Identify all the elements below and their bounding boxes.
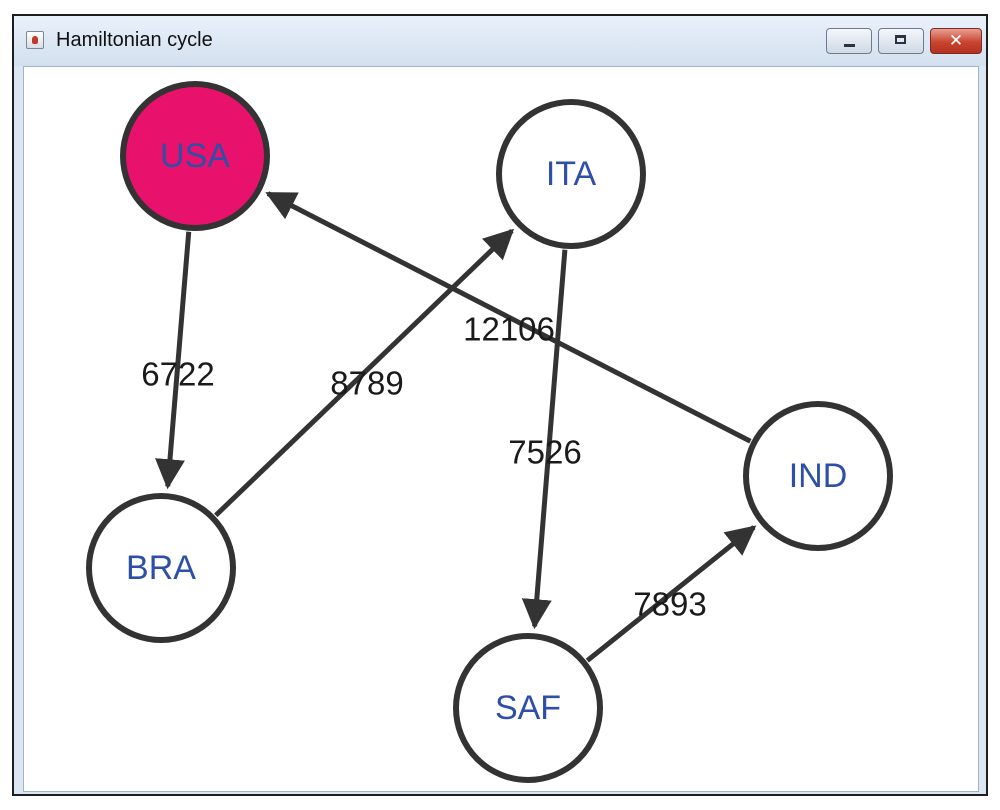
edge-weight-bra-ita: 8789: [330, 365, 403, 402]
edge-usa-bra: [155, 231, 192, 490]
node-circle-saf[interactable]: [453, 633, 603, 783]
node-circle-bra[interactable]: [86, 493, 236, 643]
node-bra[interactable]: BRA: [86, 493, 236, 643]
node-ind[interactable]: IND: [743, 401, 893, 551]
edge-weight-ind-usa: 12106: [463, 311, 555, 348]
edge-ind-usa: [265, 191, 752, 444]
node-label-bra: BRA: [126, 549, 196, 587]
node-label-ita: ITA: [546, 155, 597, 193]
graph-diagram: 6722 8789 7526 7893 12106 USA ITA BRA IND SAF: [86, 81, 893, 783]
edge-saf-ind: [585, 525, 757, 663]
edge-weight-saf-ind: 7893: [633, 586, 706, 623]
close-icon: ✕: [948, 31, 964, 51]
app-window: Hamiltonian cycle ✕ 6722 8789 7526 7893 1210…: [12, 14, 988, 796]
minimize-button[interactable]: [826, 28, 872, 54]
node-label-usa: USA: [160, 137, 230, 175]
node-circle-ita[interactable]: [496, 99, 646, 249]
node-label-saf: SAF: [495, 689, 561, 727]
node-circle-ind[interactable]: [743, 401, 893, 551]
window-title: Hamiltonian cycle: [56, 29, 213, 51]
edge-weight-usa-bra: 6722: [141, 356, 214, 393]
node-saf[interactable]: SAF: [453, 633, 603, 783]
close-button[interactable]: ✕: [930, 28, 982, 54]
node-usa[interactable]: USA: [120, 81, 270, 231]
java-cup-icon[interactable]: [26, 31, 44, 49]
edge-ita-saf: [521, 249, 568, 630]
node-circle-usa[interactable]: [120, 81, 270, 231]
node-ita[interactable]: ITA: [496, 99, 646, 249]
maximize-button[interactable]: [878, 28, 924, 54]
graph-canvas: 6722 8789 7526 7893 12106 USA ITA BRA IND SAF: [23, 66, 979, 792]
node-label-ind: IND: [789, 457, 848, 495]
title-bar[interactable]: Hamiltonian cycle ✕: [14, 16, 986, 66]
edge-weight-ita-saf: 7526: [508, 434, 581, 471]
edge-bra-ita: [214, 228, 515, 518]
